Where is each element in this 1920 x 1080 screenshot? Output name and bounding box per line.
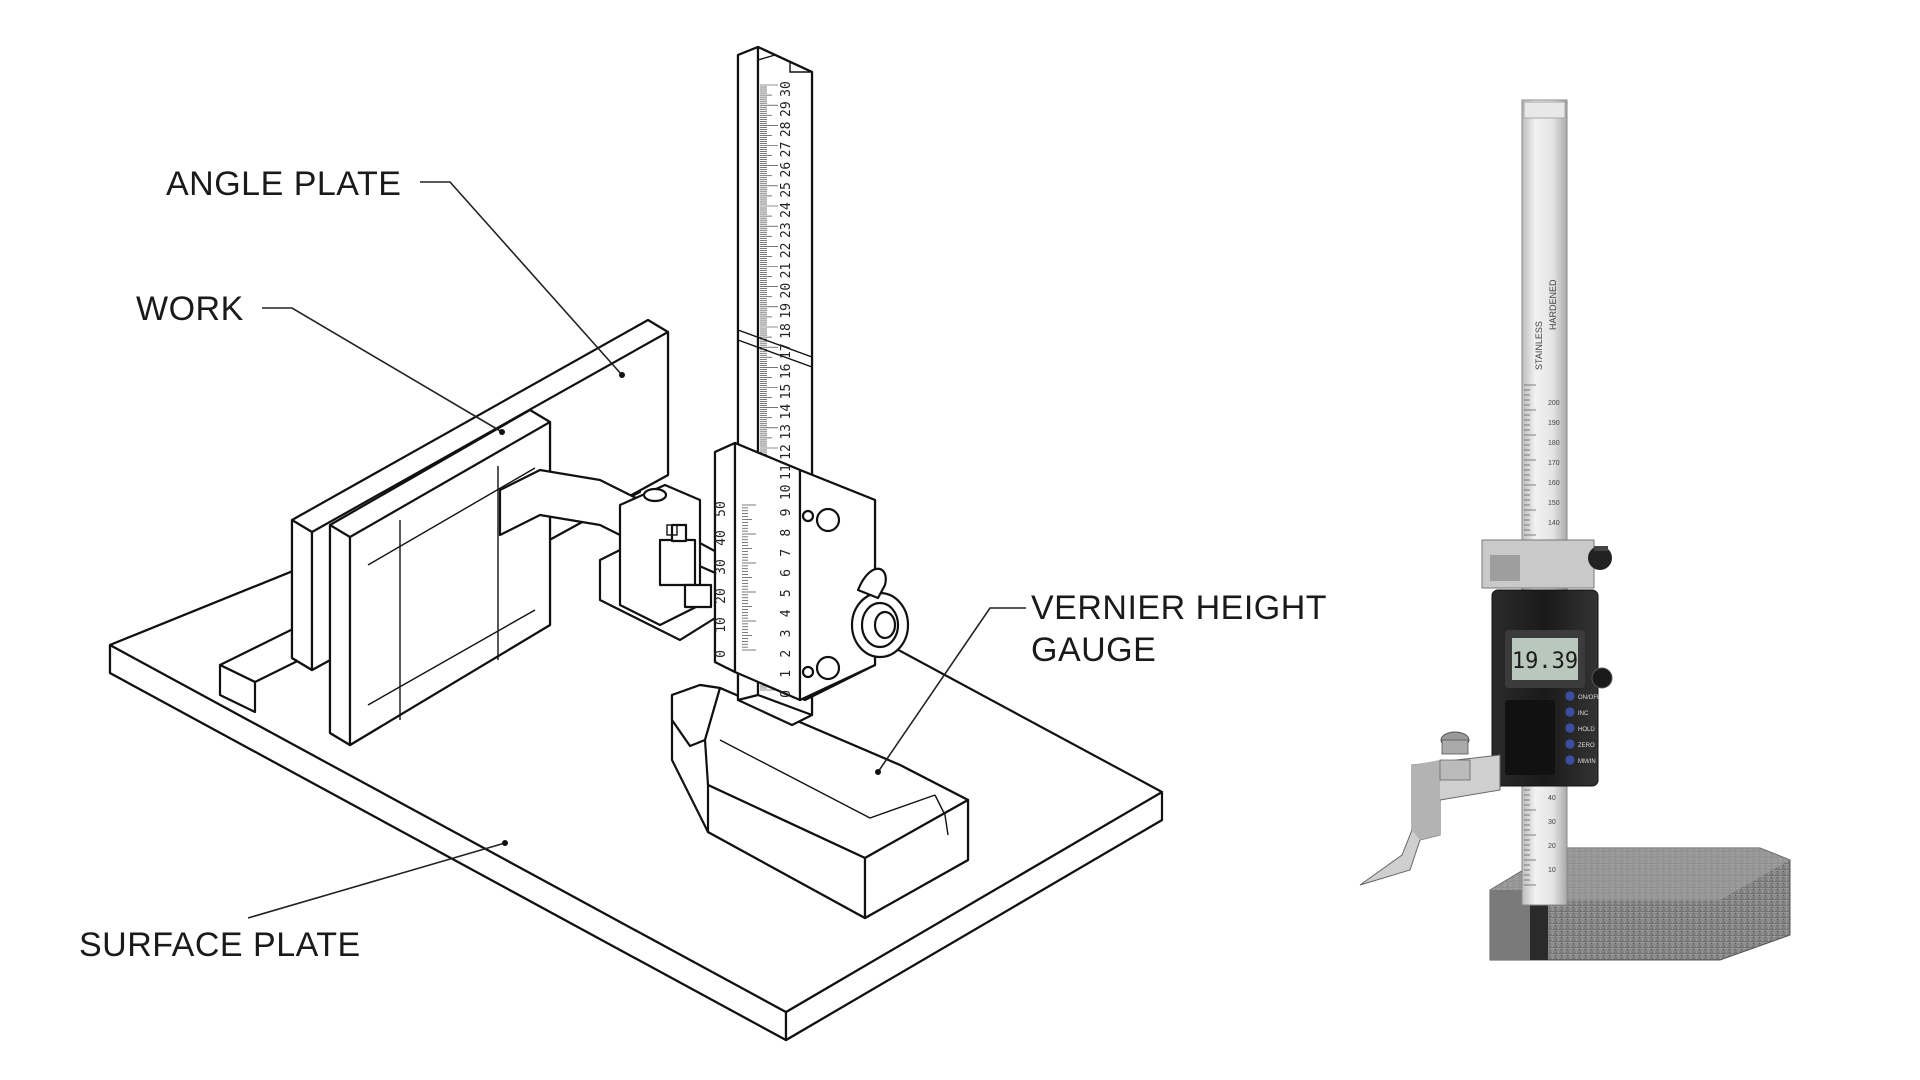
fine-adjust-knob: [850, 567, 910, 659]
vernier-slider: [713, 441, 910, 702]
photo-button: [1564, 722, 1576, 734]
photo-digital-head: 19.39 ON/OFF INC HOLD ZERO MM/IN: [1491, 589, 1613, 787]
beam-scale-number: 13: [779, 424, 794, 440]
beam-scale-number: 16: [779, 364, 794, 380]
photo-beam-number: 150: [1548, 500, 1560, 507]
gauge-base: [670, 683, 970, 920]
photo-beam-number: 190: [1548, 420, 1560, 427]
photo-button: [1564, 690, 1576, 702]
beam-scale-number: 24: [779, 202, 794, 218]
beam-scale-number: 9: [779, 509, 794, 517]
beam-scale-number: 30: [779, 81, 794, 97]
photo-scriber: [1359, 731, 1501, 886]
photo-button: [1564, 706, 1576, 718]
lcd-display: [1512, 638, 1578, 680]
photo-button-label: HOLD: [1578, 727, 1595, 733]
leader-vernier: [877, 607, 1026, 773]
beam-scale-number: 18: [779, 323, 794, 339]
beam-scale-number: 7: [779, 549, 794, 557]
photo-beam-number: 180: [1548, 440, 1560, 447]
photo-button-label: MM/IN: [1578, 759, 1596, 765]
digital-height-gauge-photo: 20019018017016015014013040302010 STAINLE…: [1359, 99, 1791, 961]
beam-scale-number: 20: [779, 283, 794, 299]
beam-scale-number: 26: [779, 162, 794, 178]
photo-beam-number: 40: [1548, 795, 1556, 802]
photo-beam-number: 200: [1548, 400, 1560, 407]
beam-scale-number: 11: [779, 464, 794, 480]
leader-angle-plate: [420, 181, 623, 376]
photo-button-panel: ON/OFF INC HOLD ZERO MM/IN: [1564, 690, 1601, 766]
leader-lines: [247, 181, 1026, 919]
label-surface-plate: SURFACE PLATE: [79, 926, 361, 964]
photo-beam-number: 170: [1548, 460, 1560, 467]
lcd-reading: 19.39: [1512, 649, 1578, 674]
beam-scale-number: 5: [779, 589, 794, 597]
beam-scale-number: 27: [779, 142, 794, 158]
leader-surface: [247, 842, 506, 919]
scriber-arm: [498, 468, 722, 642]
beam-scale-number: 19: [779, 303, 794, 319]
beam-scale-number: 2: [779, 650, 794, 658]
photo-beam-number: 10: [1548, 867, 1556, 874]
beam-scale-number: 4: [779, 609, 794, 617]
photo-button: [1564, 738, 1576, 750]
beam-scale-number: 1: [779, 670, 794, 678]
photo-beam-number: 20: [1548, 843, 1556, 850]
beam-scale-number: 28: [779, 122, 794, 138]
beam-scale-number: 14: [779, 404, 794, 420]
label-work: WORK: [136, 290, 244, 328]
beam-engraving-hardened: HARDENED: [1548, 279, 1558, 330]
label-vernier-line1: VERNIER HEIGHT: [1031, 589, 1328, 627]
beam-scale-number: 3: [779, 630, 794, 638]
photo-button-label: ON/OFF: [1578, 695, 1601, 701]
vernier-scale-number: 20: [714, 588, 729, 604]
beam-scale-number: 8: [779, 529, 794, 537]
photo-button-label: ZERO: [1578, 743, 1595, 749]
beam-scale-number: 23: [779, 222, 794, 238]
label-angle-plate: ANGLE PLATE: [166, 165, 402, 203]
photo-beam-number: 30: [1548, 819, 1556, 826]
beam-scale-number: 10: [779, 485, 794, 501]
leader-work: [262, 307, 503, 433]
beam-scale-number: 21: [779, 263, 794, 279]
photo-button-label: INC: [1578, 711, 1589, 717]
beam-scale-number: 0: [779, 690, 794, 698]
photo-beam-number: 160: [1548, 480, 1560, 487]
fine-adjust-wheel: [1591, 667, 1613, 689]
vernier-scale-numbers: 0 10 20 30 40 50: [714, 501, 729, 658]
vernier-scale-number: 50: [714, 501, 729, 517]
beam-scale-number: 15: [779, 384, 794, 400]
photo-button: [1564, 754, 1576, 766]
beam-scale-number: 29: [779, 101, 794, 117]
vernier-graduations: [742, 504, 756, 651]
vernier-scale-number: 0: [714, 650, 729, 658]
beam-scale-number: 6: [779, 569, 794, 577]
beam-scale-numbers: 0123456789101112131415161718192021222324…: [779, 81, 794, 698]
label-vernier-height-gauge: VERNIER HEIGHT GAUGE: [1031, 587, 1327, 671]
vernier-scale-number: 10: [714, 617, 729, 633]
label-vernier-line2: GAUGE: [1031, 631, 1157, 669]
vernier-scale-number: 30: [714, 559, 729, 575]
photo-beam-number: 140: [1548, 520, 1560, 527]
beam-scale-number: 17: [779, 343, 794, 359]
vernier-scale-number: 40: [714, 530, 729, 546]
beam-scale-number: 22: [779, 243, 794, 259]
photo-clamp: [1481, 539, 1612, 589]
beam-engraving-stainless: STAINLESS: [1534, 321, 1544, 370]
beam-scale-number: 25: [779, 182, 794, 198]
beam-scale-number: 12: [779, 444, 794, 460]
